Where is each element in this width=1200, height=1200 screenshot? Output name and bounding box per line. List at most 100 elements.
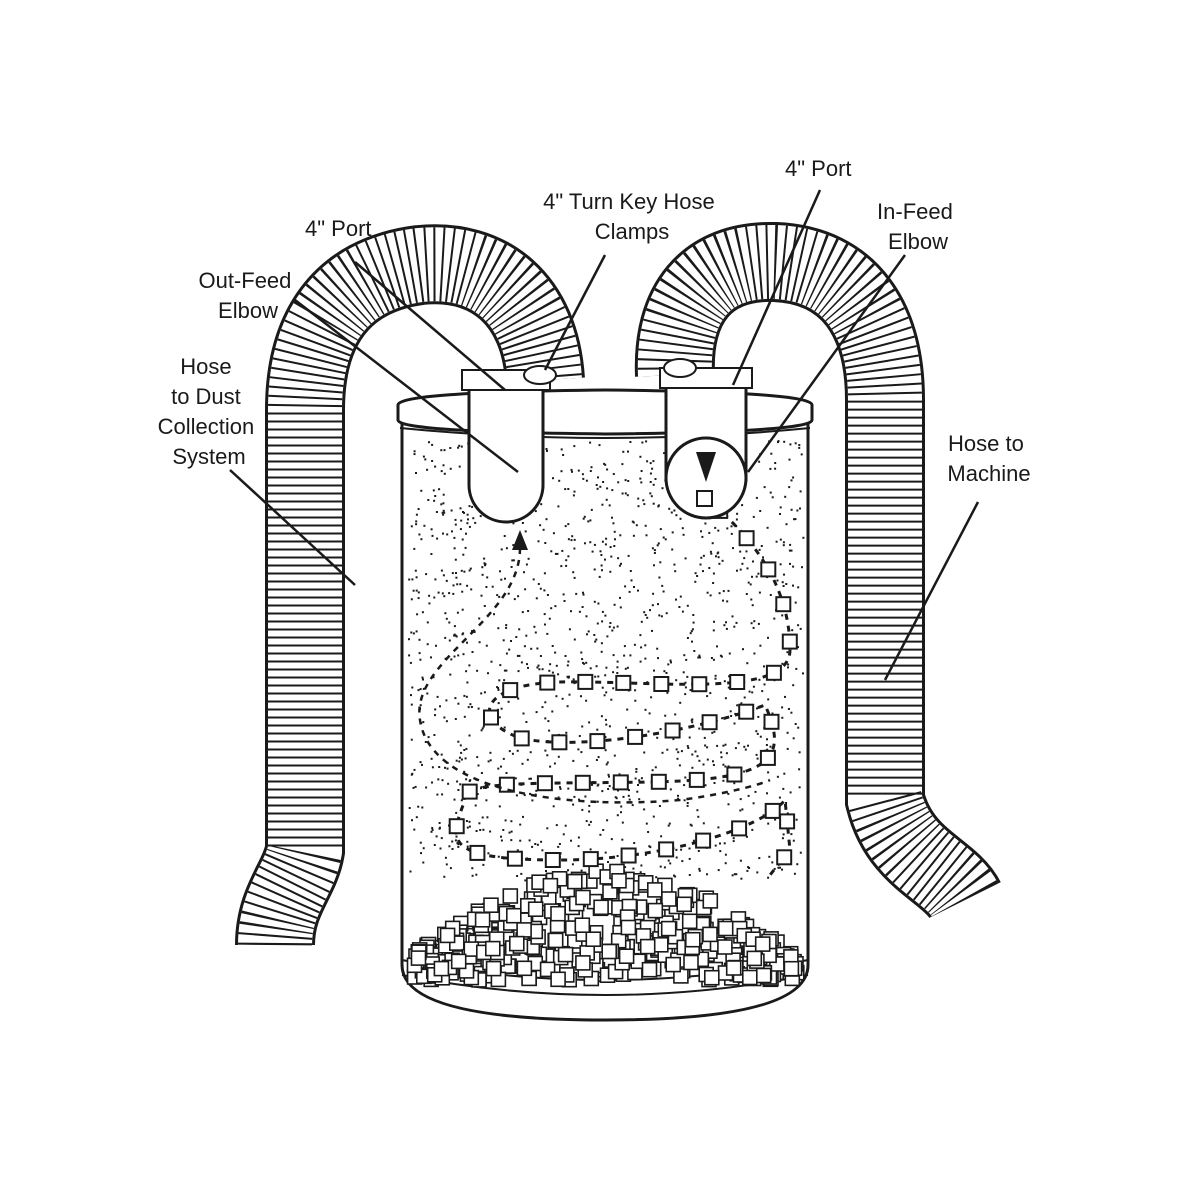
dust-speck — [453, 536, 456, 539]
dust-speck — [502, 757, 505, 760]
dust-speck — [529, 751, 532, 754]
dust-speck — [461, 608, 464, 611]
dust-speck — [745, 593, 748, 595]
dust-speck — [537, 664, 540, 667]
label-out-feed-elbow: Out-Feed Elbow — [198, 268, 297, 323]
dust-speck — [416, 613, 419, 616]
dust-speck — [730, 525, 733, 528]
dust-speck — [782, 585, 785, 587]
dust-speck — [541, 706, 544, 709]
chip — [726, 766, 743, 783]
dust-speck — [691, 753, 694, 756]
dust-speck — [511, 752, 514, 755]
dust-speck — [798, 446, 801, 449]
dust-speck — [477, 707, 480, 710]
dust-speck — [535, 711, 538, 714]
dust-speck — [624, 492, 627, 495]
dust-speck — [536, 647, 539, 650]
dust-speck — [622, 450, 625, 453]
dust-speck — [706, 591, 709, 594]
dust-speck — [756, 871, 759, 874]
dust-speck — [712, 572, 715, 575]
dust-speck — [632, 867, 635, 870]
dust-speck — [466, 513, 469, 516]
debris-chip — [574, 917, 591, 934]
dust-speck — [688, 847, 691, 850]
dust-speck — [563, 600, 566, 602]
dust-speck — [595, 665, 598, 668]
dust-speck — [617, 557, 620, 560]
dust-speck — [426, 692, 429, 695]
dust-speck — [602, 829, 605, 831]
dust-speck — [448, 639, 451, 642]
dust-speck — [640, 620, 643, 623]
dust-speck — [559, 787, 562, 790]
dust-speck — [750, 598, 753, 601]
dust-speck — [665, 612, 668, 615]
debris-chip — [433, 960, 450, 977]
dust-speck — [671, 531, 674, 534]
dust-speck — [547, 720, 550, 723]
dust-speck — [789, 562, 791, 565]
dust-speck — [716, 645, 718, 648]
dust-speck — [624, 866, 627, 869]
dust-speck — [410, 738, 413, 741]
dust-speck — [425, 573, 428, 576]
dust-speck — [784, 495, 787, 498]
dust-speck — [486, 784, 489, 787]
dust-speck — [546, 594, 549, 596]
dust-speck — [773, 617, 776, 620]
dust-speck — [510, 830, 513, 833]
dust-speck — [727, 589, 730, 592]
dust-speck — [580, 869, 583, 872]
dust-speck — [585, 479, 588, 482]
dust-speck — [502, 829, 505, 831]
dust-speck — [587, 630, 590, 633]
dust-speck — [424, 458, 427, 461]
dust-speck — [411, 819, 413, 822]
dust-speck — [611, 629, 614, 632]
label-clamps: 4" Turn Key Hose Clamps — [543, 189, 721, 244]
dust-speck — [451, 530, 453, 533]
dust-speck — [597, 602, 600, 605]
dust-speck — [785, 523, 788, 526]
dust-speck — [460, 799, 463, 802]
dust-speck — [417, 591, 420, 594]
dust-speck — [683, 799, 686, 802]
debris-chip — [702, 893, 719, 909]
dust-speck — [538, 668, 541, 671]
dust-speck — [787, 708, 790, 710]
dust-speck — [462, 553, 465, 556]
dust-speck — [568, 628, 571, 631]
dust-speck — [489, 751, 492, 754]
dust-speck — [566, 675, 569, 678]
dust-speck — [596, 784, 599, 787]
dust-speck — [616, 660, 619, 663]
dust-speck — [413, 453, 416, 456]
dust-speck — [572, 803, 575, 806]
dust-speck — [445, 699, 448, 702]
dust-speck — [612, 522, 615, 525]
dust-speck — [756, 732, 759, 735]
dust-speck — [588, 804, 591, 807]
dust-speck — [606, 468, 609, 471]
dust-speck — [459, 528, 462, 531]
dust-speck — [656, 544, 659, 547]
debris-chip — [557, 946, 574, 963]
dust-speck — [415, 589, 418, 592]
dust-speck — [419, 841, 422, 844]
debris-chip — [665, 956, 682, 973]
dust-speck — [681, 527, 684, 530]
dust-speck — [758, 591, 761, 594]
dust-speck — [585, 661, 588, 664]
dust-speck — [657, 657, 659, 660]
dust-speck — [491, 585, 494, 588]
dust-speck — [567, 523, 570, 526]
dust-speck — [514, 777, 517, 780]
dust-speck — [548, 669, 551, 672]
debris-chip — [547, 932, 564, 949]
dust-speck — [773, 867, 776, 870]
dust-speck — [776, 775, 779, 778]
dust-speck — [624, 585, 627, 588]
dust-speck — [454, 634, 457, 637]
